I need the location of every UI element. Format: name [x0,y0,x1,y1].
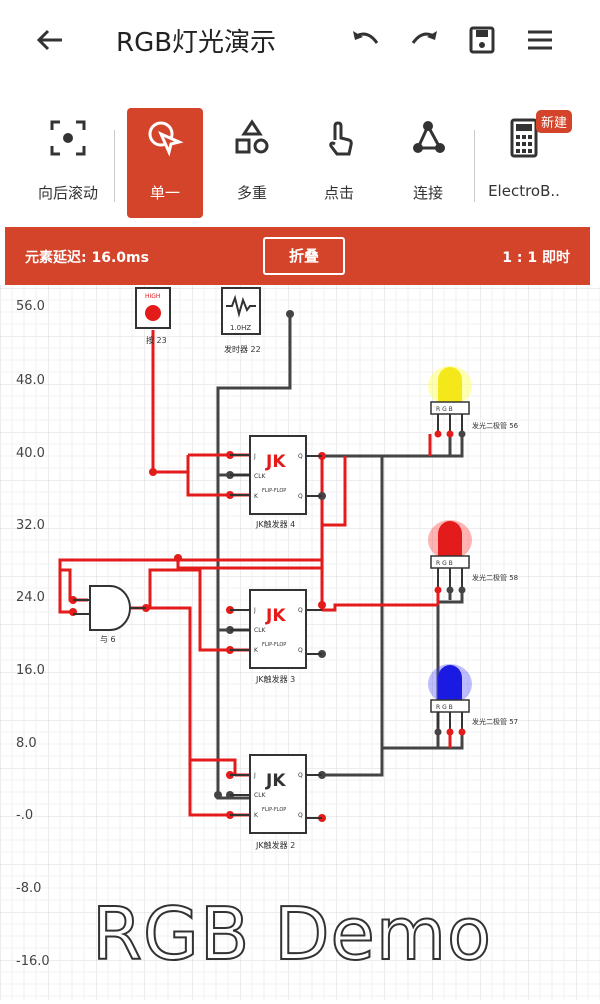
tool-label: 单一 [149,184,180,202]
y-axis-label: -16.0 [16,954,50,969]
undo-icon[interactable] [346,20,386,60]
clock-component[interactable]: 1.0HZ 发时器 22 [221,287,261,354]
jk-caption: JK触发器 4 [255,519,295,529]
led-caption: 发光二极管 57 [472,717,518,726]
pin-k: K [254,812,259,819]
high-label: HIGH [145,293,160,300]
connect-nodes-icon [390,108,466,168]
pin-qn: Q [298,493,303,500]
calculator-icon [486,108,562,168]
pin-clk: CLK [254,792,267,799]
tool-single[interactable]: 单一 [127,108,203,218]
demo-title: RGB Demo [91,891,493,977]
pin-j: J [253,607,256,614]
tool-palette: 向后滚动 单一 多重 点击 连接 ElectroB.. 新建 [0,100,600,220]
jk-subtitle: FLIP-FLOP [262,807,286,813]
pin-clk: CLK [254,473,267,480]
y-axis-label: -.0 [16,808,33,823]
divider [114,130,115,202]
y-axis-label: 24.0 [16,590,45,605]
tool-electrobox[interactable]: ElectroB.. 新建 [486,108,572,218]
tool-label: 向后滚动 [37,184,98,202]
circuit-canvas[interactable]: 56.0 48.0 40.0 32.0 24.0 16.0 8.0 -.0 -8… [0,285,600,1000]
button-caption: 按 23 [146,335,167,345]
jk-flipflop-2[interactable]: JK FLIP-FLOP J CLK K Q Q JK触发器 2 [226,754,322,850]
pin-qn: Q [298,647,303,654]
element-delay-text: 元素延迟: 16.0ms [25,250,149,266]
led-rgb-pins: R G B [436,406,453,413]
y-axis-label: 48.0 [16,373,45,388]
y-axis-label: 32.0 [16,518,45,533]
y-axis-label: -8.0 [16,881,41,896]
tool-label: ElectroB.. [488,182,560,200]
jk-caption: JK触发器 3 [255,674,295,684]
y-axis-label: 56.0 [16,299,45,314]
tool-label: 连接 [412,184,443,202]
divider [474,130,475,202]
y-axis-label: 8.0 [16,736,37,751]
pin-clk: CLK [254,627,267,634]
led-yellow[interactable]: R G B 发光二极管 56 [428,366,519,438]
status-bar: 元素延迟: 16.0ms 折叠 1 : 1 即时 [5,227,590,285]
tool-connect[interactable]: 连接 [390,108,466,218]
tool-scroll-back[interactable]: 向后滚动 [30,108,106,218]
save-icon[interactable] [462,20,502,60]
jk-title: JK [265,606,286,626]
tap-hand-icon [301,108,377,168]
and-gate-6[interactable]: 与 6 [73,585,146,644]
speed-ratio-text[interactable]: 1 : 1 即时 [502,250,570,266]
tool-label: 多重 [236,184,267,202]
tool-multi[interactable]: 多重 [214,108,290,218]
clock-caption: 发时器 22 [224,344,261,354]
app-title: RGB灯光演示 [116,28,277,58]
jk-flipflop-3[interactable]: JK FLIP-FLOP J CLK K Q Q JK触发器 3 [226,589,322,684]
led-blue[interactable]: R G B 发光二极管 57 [428,664,518,736]
pin-k: K [254,647,259,654]
and-caption: 与 6 [100,635,116,644]
menu-icon[interactable] [520,20,560,60]
jk-title: JK [265,771,286,791]
pin-q: Q [298,772,303,779]
led-caption: 发光二极管 58 [472,573,518,582]
led-red[interactable]: R G B 发光二极管 58 [428,520,518,594]
new-badge: 新建 [535,110,572,133]
led-rgb-pins: R G B [436,560,453,567]
high-button[interactable]: HIGH 按 23 [135,287,171,345]
pin-q: Q [298,607,303,614]
pin-k: K [254,493,259,500]
jk-subtitle: FLIP-FLOP [262,488,286,494]
fold-button[interactable]: 折叠 [263,237,345,275]
jk-subtitle: FLIP-FLOP [262,642,286,648]
tool-click[interactable]: 点击 [301,108,377,218]
led-caption: 发光二极管 56 [472,421,519,430]
clock-frequency: 1.0HZ [230,324,251,332]
redo-icon[interactable] [404,20,444,60]
pin-j: J [253,453,256,460]
jk-caption: JK触发器 2 [255,840,295,850]
jk-flipflop-4[interactable]: JK FLIP-FLOP J CLK K Q Q JK触发器 4 [226,435,322,529]
jk-title: JK [265,452,286,472]
app-bar: RGB灯光演示 [0,0,600,80]
led-rgb-pins: R G B [436,704,453,711]
tool-label: 点击 [323,184,354,202]
y-axis-label: 40.0 [16,446,45,461]
cursor-select-icon [127,108,203,168]
back-arrow-icon[interactable] [30,20,70,60]
shapes-icon [214,108,290,168]
focus-frame-icon [30,108,106,168]
pin-qn: Q [298,812,303,819]
y-axis-label: 16.0 [16,663,45,678]
pin-j: J [253,772,256,779]
pin-q: Q [298,453,303,460]
